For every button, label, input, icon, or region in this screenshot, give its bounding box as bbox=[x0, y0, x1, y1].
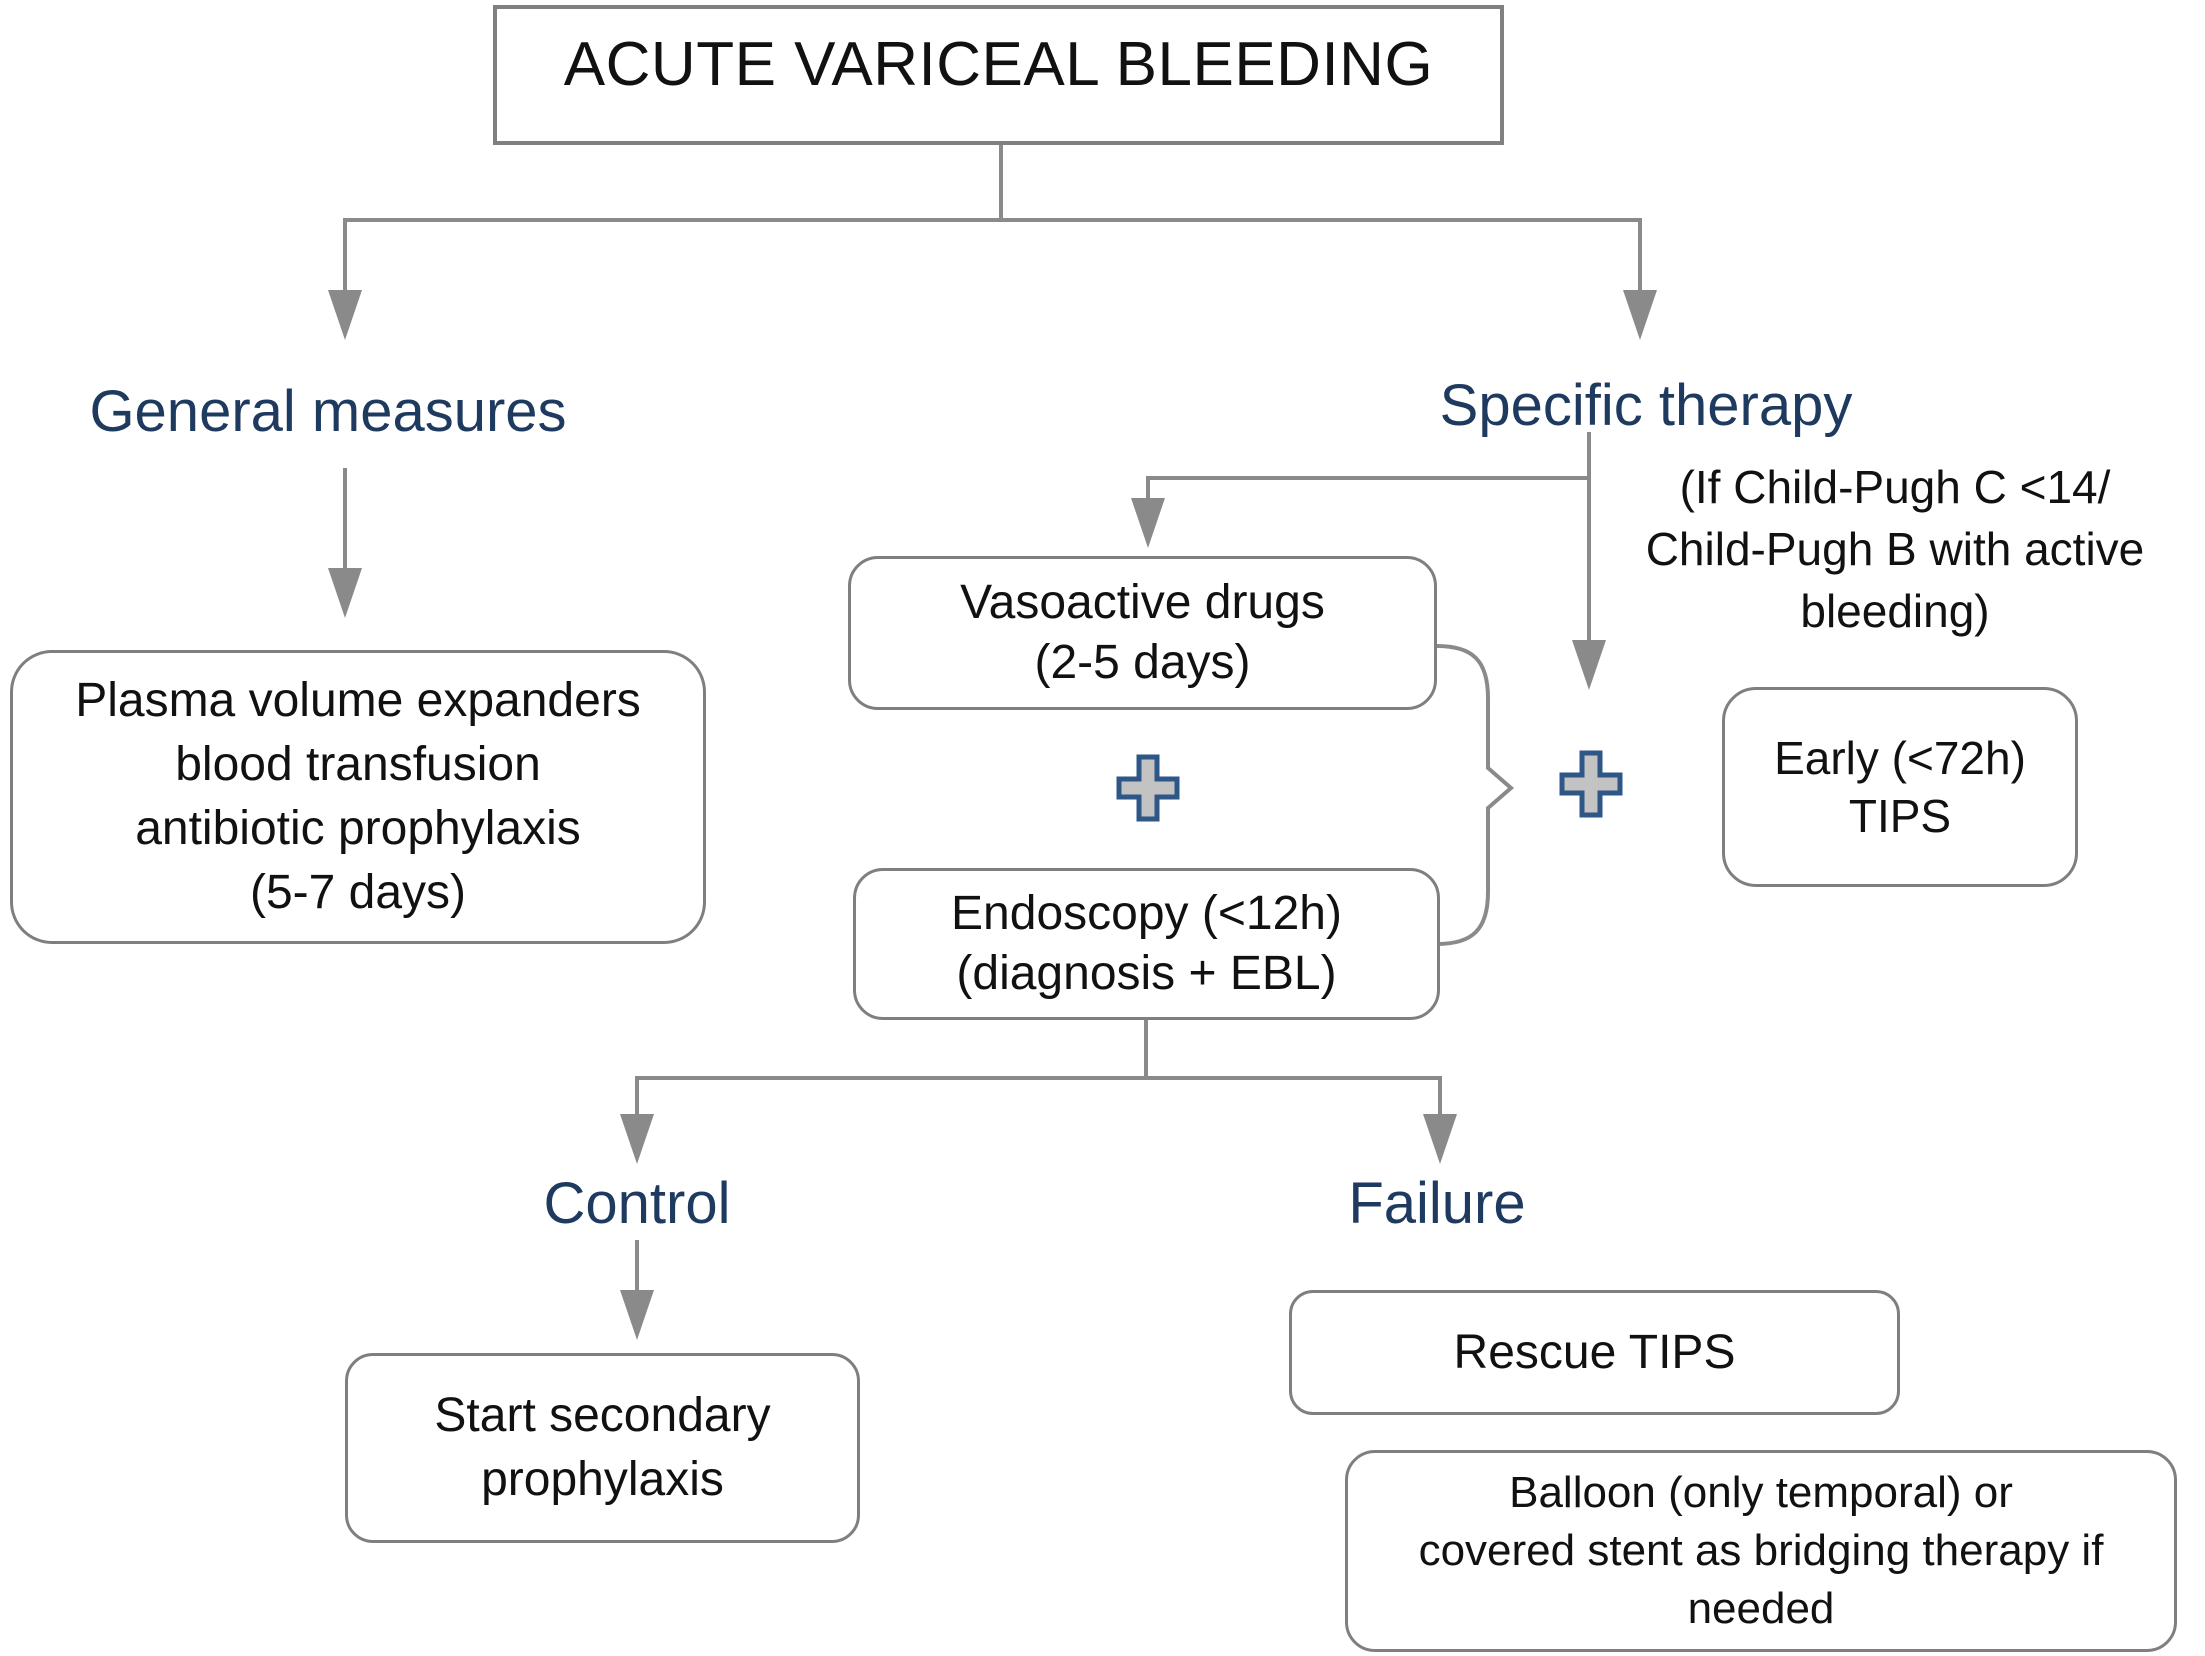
secondary-prophylaxis-box: Start secondary prophylaxis bbox=[345, 1353, 860, 1543]
plus-icon bbox=[1559, 750, 1623, 818]
arrowhead-icon bbox=[1572, 640, 1606, 690]
balloon-stent-text: Balloon (only temporal) or covered stent… bbox=[1418, 1468, 2104, 1633]
early-tips-box: Early (<72h) TIPS bbox=[1722, 687, 2078, 887]
vasoactive-drugs-box: Vasoactive drugs (2-5 days) bbox=[848, 556, 1437, 710]
arrowhead-icon bbox=[328, 568, 362, 618]
rescue-tips-box: Rescue TIPS bbox=[1289, 1290, 1900, 1415]
secondary-prophylaxis-text: Start secondary prophylaxis bbox=[434, 1389, 771, 1506]
specific-therapy-label: Specific therapy bbox=[1439, 373, 1853, 438]
early-tips-text: Early (<72h) TIPS bbox=[1774, 732, 2026, 842]
balloon-stent-box: Balloon (only temporal) or covered stent… bbox=[1345, 1450, 2177, 1652]
failure-label: Failure bbox=[1348, 1171, 1526, 1236]
control-label: Control bbox=[543, 1171, 731, 1236]
plasma-volume-box: Plasma volume expanders blood transfusio… bbox=[10, 650, 706, 944]
arrowhead-icon bbox=[1423, 1114, 1457, 1164]
arrowhead-icon bbox=[620, 1114, 654, 1164]
brace-icon bbox=[1435, 644, 1515, 946]
endoscopy-box: Endoscopy (<12h) (diagnosis + EBL) bbox=[853, 868, 1440, 1020]
title-box: ACUTE VARICEAL BLEEDING bbox=[493, 5, 1504, 145]
arrowhead-icon bbox=[1131, 498, 1165, 548]
child-pugh-condition-note: (If Child-Pugh C <14/ Child-Pugh B with … bbox=[1645, 461, 2145, 637]
plus-icon bbox=[1116, 754, 1180, 822]
rescue-tips-text: Rescue TIPS bbox=[1453, 1326, 1736, 1379]
title-text: ACUTE VARICEAL BLEEDING bbox=[563, 29, 1434, 99]
arrowhead-icon bbox=[328, 290, 362, 340]
general-measures-label: General measures bbox=[89, 379, 567, 444]
plasma-volume-text: Plasma volume expanders blood transfusio… bbox=[75, 674, 641, 919]
endoscopy-text: Endoscopy (<12h) (diagnosis + EBL) bbox=[951, 887, 1342, 1000]
vasoactive-drugs-text: Vasoactive drugs (2-5 days) bbox=[960, 576, 1325, 689]
arrowhead-icon bbox=[1623, 290, 1657, 340]
arrowhead-icon bbox=[620, 1290, 654, 1340]
